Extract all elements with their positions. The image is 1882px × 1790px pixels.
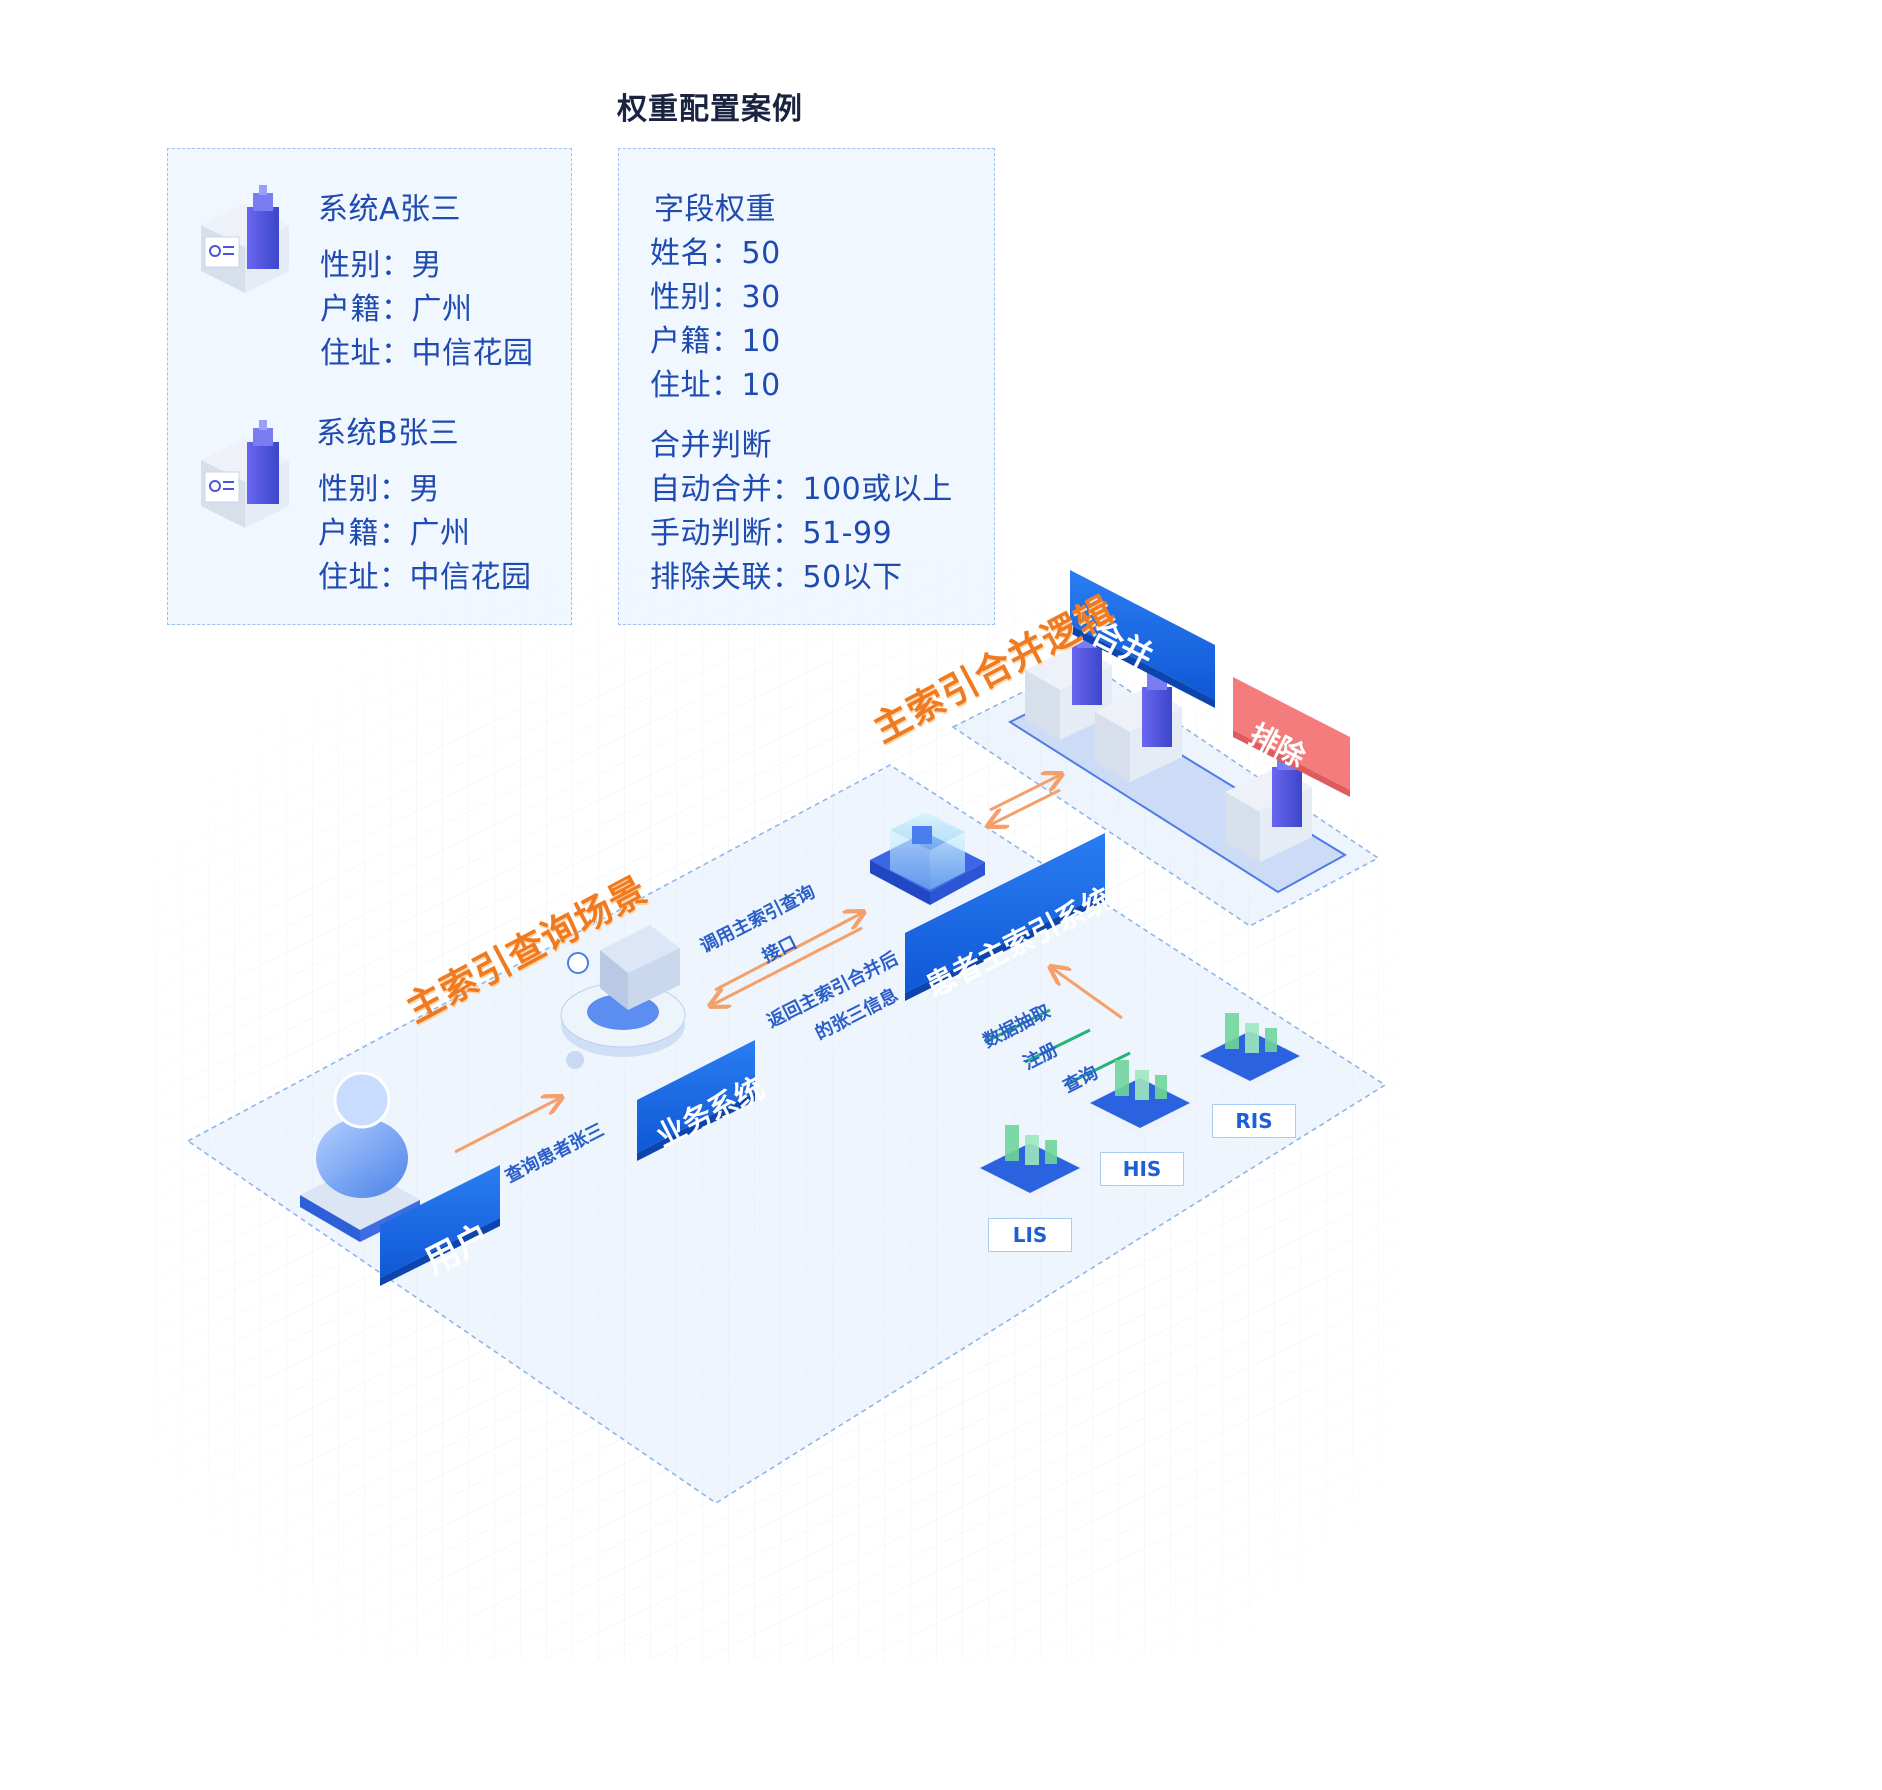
extract-underline: [984, 1008, 1051, 1044]
weight-config-panel: [618, 148, 995, 625]
query-scene-plane: [186, 764, 1387, 1504]
weight-item-hukou: 户籍：10: [650, 324, 781, 359]
empi-tag: [905, 833, 1105, 1001]
weight-item-address: 住址：10: [650, 368, 781, 403]
his-tag: HIS: [1100, 1152, 1184, 1186]
register-underline: [1024, 1028, 1091, 1064]
lis-tag: LIS: [988, 1218, 1072, 1252]
merge-record-2: [1095, 672, 1182, 782]
merge-rule-exclude: 排除关联：50以下: [650, 560, 903, 595]
record-a-icon: [201, 185, 289, 293]
record-b-name: 系统B张三: [316, 416, 460, 451]
ris-tag: RIS: [1212, 1104, 1296, 1138]
record-b-gender: 性别：男: [318, 472, 440, 507]
merge-tag: [1070, 570, 1215, 708]
weights-heading: 字段权重: [654, 192, 776, 227]
merge-record-1: [1025, 630, 1112, 740]
weight-item-name: 姓名：50: [650, 236, 781, 271]
record-b-address: 住址：中信花园: [318, 560, 532, 595]
exchange-arrows: [990, 775, 1060, 825]
record-b-icon: [201, 420, 289, 528]
call-api-arrow: [714, 913, 862, 992]
extract-arrow: [1052, 968, 1123, 1020]
merge-rule-auto: 自动合并：100或以上: [650, 472, 953, 507]
record-b-hukou: 户籍：广州: [318, 516, 471, 551]
his-device: [1080, 1060, 1200, 1135]
record-a-hukou: 户籍：广州: [320, 292, 473, 327]
empi-server: [870, 812, 985, 905]
business-system-device: [560, 925, 686, 1069]
return-arrow: [712, 926, 863, 1005]
ris-device: [1190, 1013, 1310, 1088]
merge-rule-manual: 手动判断：51-99: [650, 516, 893, 551]
exclude-tag: [1233, 677, 1350, 797]
business-tag: [637, 1040, 755, 1161]
merge-rules-heading: 合并判断: [650, 428, 772, 463]
lis-device: [970, 1125, 1090, 1200]
query-arrow: [454, 1098, 560, 1154]
record-a-name: 系统A张三: [318, 192, 462, 227]
query-underline: [1064, 1051, 1131, 1087]
merge-record-3: [1225, 752, 1312, 862]
page-title: 权重配置案例: [617, 92, 803, 127]
record-a-gender: 性别：男: [320, 248, 442, 283]
record-a-address: 住址：中信花园: [320, 336, 534, 371]
user-tag: [380, 1165, 500, 1286]
weight-item-gender: 性别：30: [650, 280, 781, 315]
